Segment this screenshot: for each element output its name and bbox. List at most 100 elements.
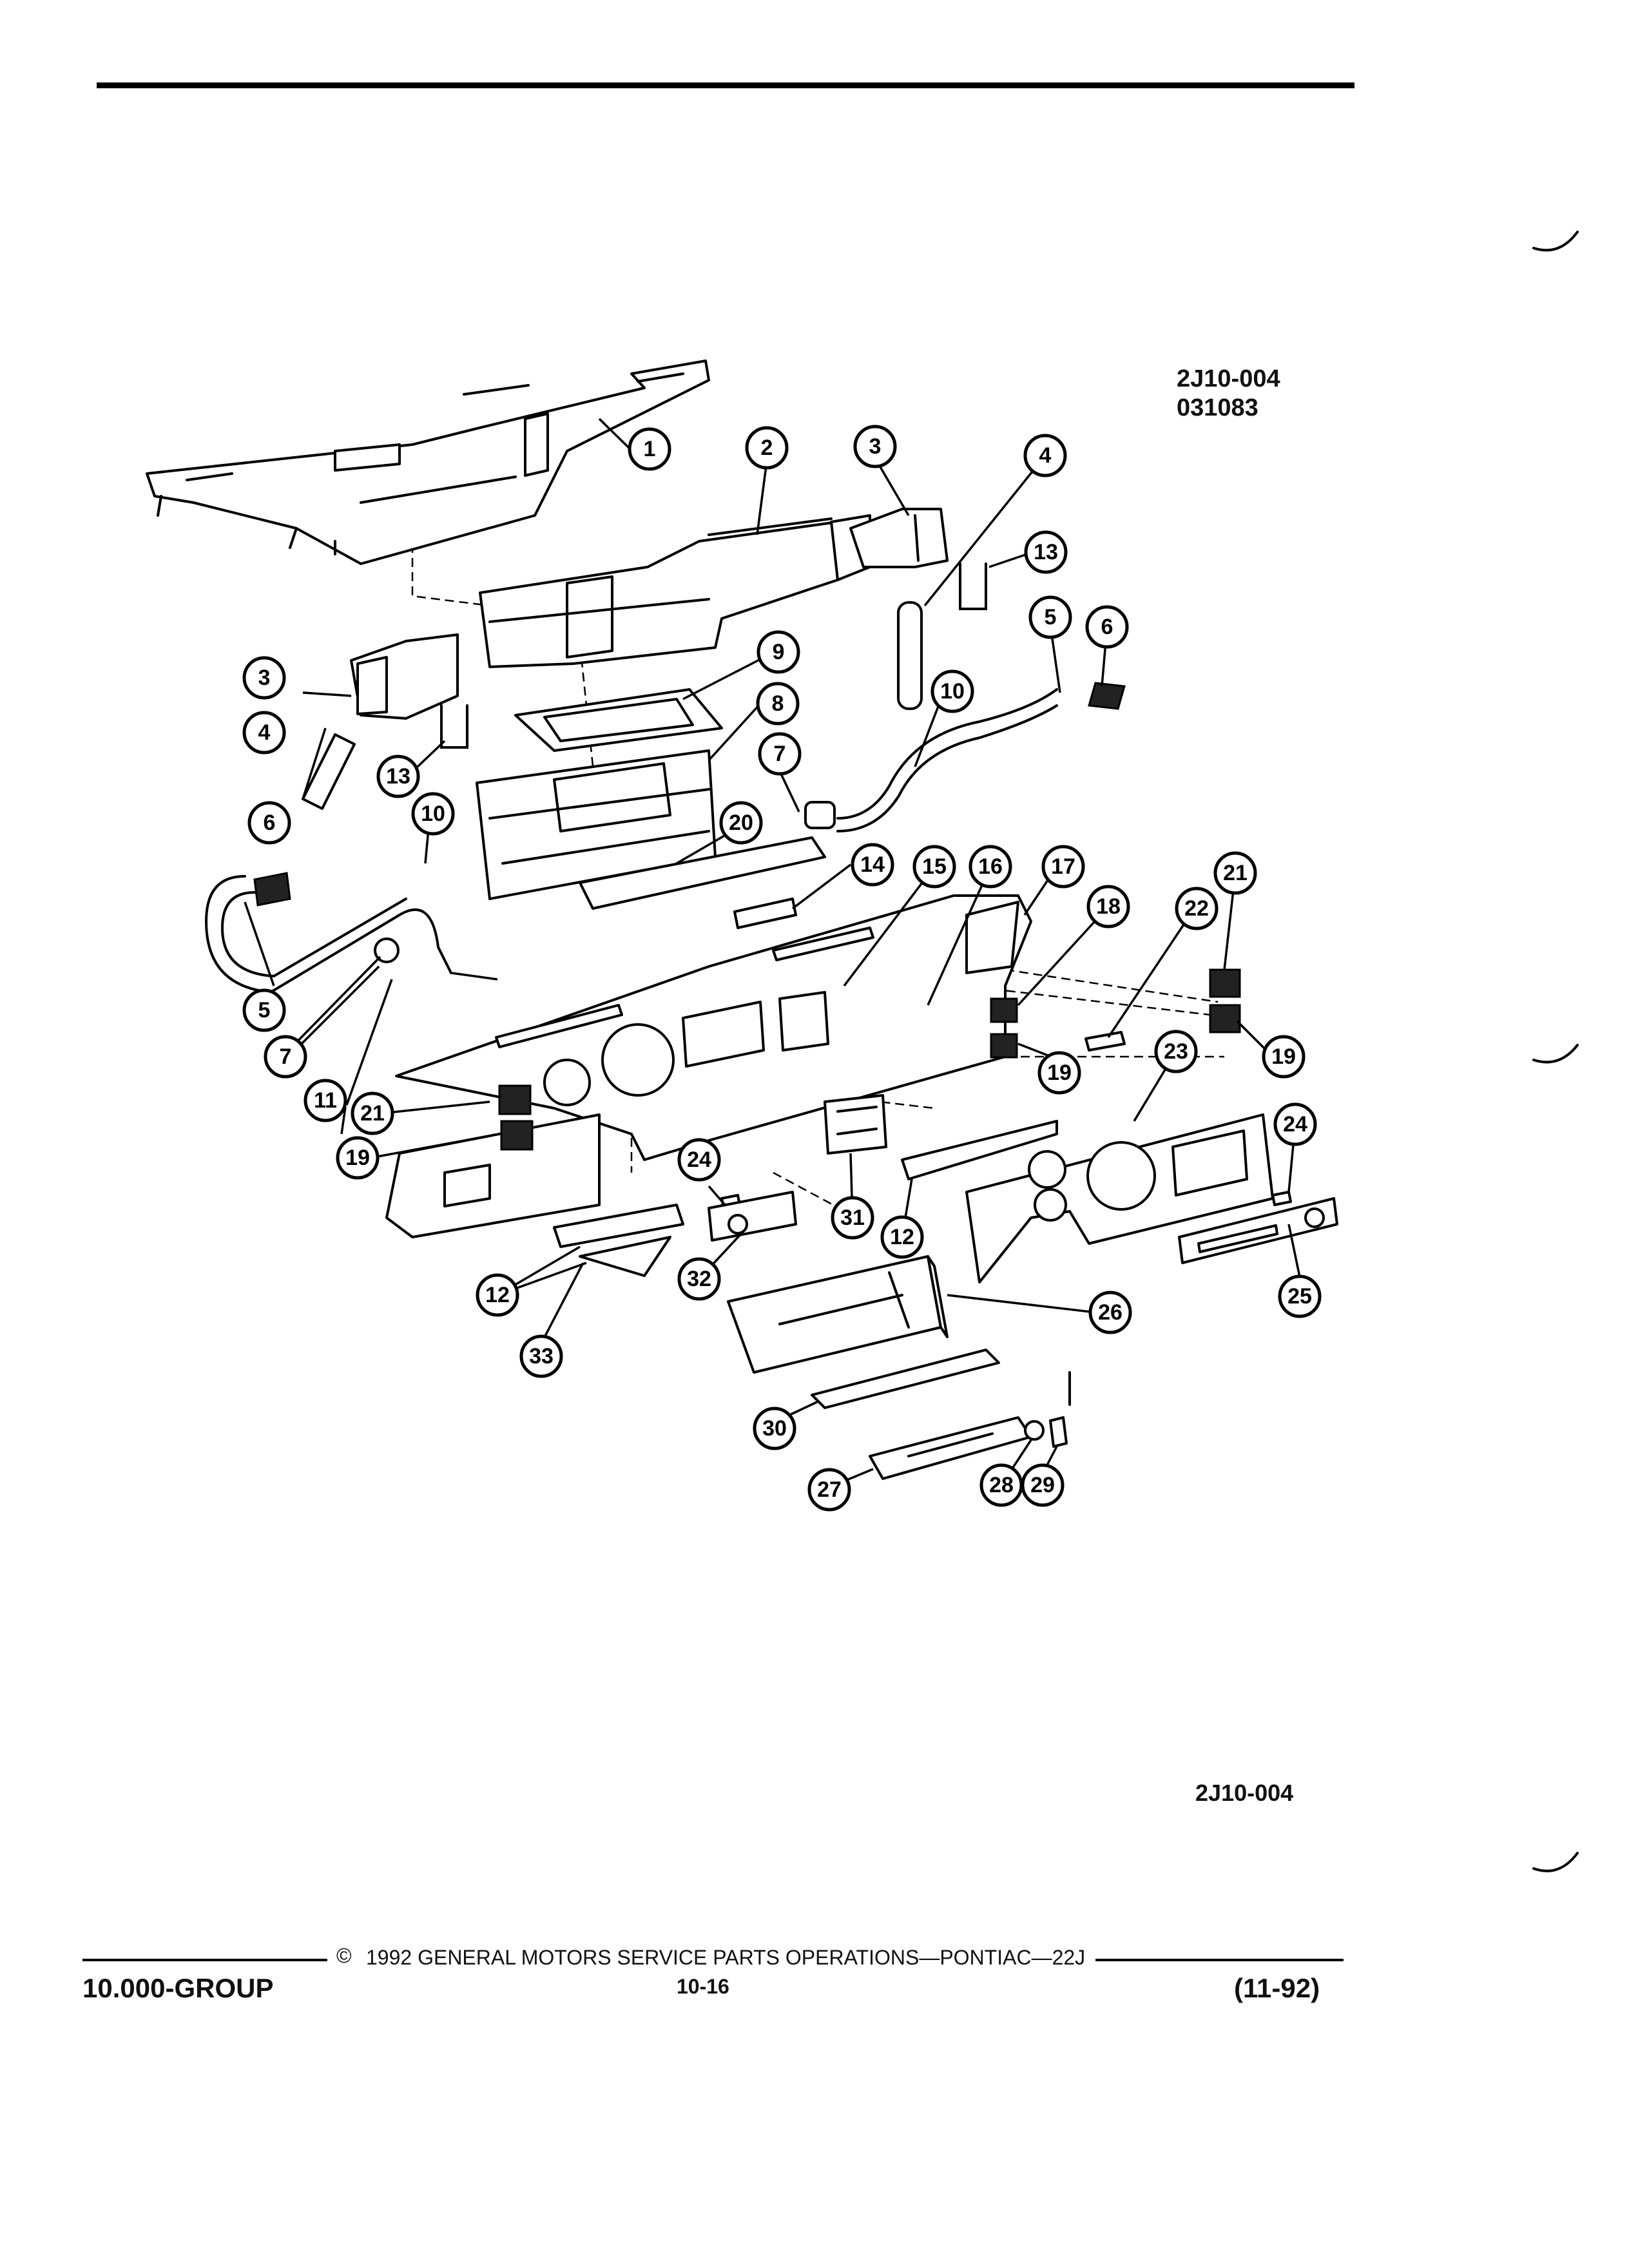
callout-8: 8 (756, 682, 800, 726)
lower-bracket (579, 836, 826, 910)
svg-text:27: 27 (817, 1477, 842, 1502)
switch-bezel (708, 1191, 797, 1242)
svg-text:11: 11 (314, 1088, 337, 1113)
svg-text:9: 9 (773, 640, 785, 664)
svg-text:22: 22 (1184, 896, 1209, 921)
callout-5-right: 5 (1028, 595, 1072, 639)
margin-marks (1532, 231, 1579, 1872)
callout-14: 14 (851, 843, 894, 887)
svg-text:29: 29 (1030, 1473, 1055, 1497)
callout-28: 28 (979, 1463, 1023, 1507)
svg-text:10: 10 (421, 802, 445, 826)
callout-16: 16 (969, 845, 1012, 889)
callout-18: 18 (1086, 885, 1130, 928)
svg-text:21: 21 (1223, 861, 1248, 885)
svg-text:7: 7 (774, 742, 786, 766)
callout-20: 20 (719, 801, 763, 845)
main-duct-assembly (479, 514, 871, 668)
svg-text:33: 33 (529, 1344, 554, 1369)
svg-text:19: 19 (345, 1146, 370, 1170)
svg-text:13: 13 (1034, 540, 1058, 564)
clip-right (959, 562, 987, 610)
svg-text:25: 25 (1287, 1284, 1312, 1309)
callout-19-left: 19 (336, 1136, 380, 1180)
defroster-duct (146, 360, 710, 565)
instrument-panel-pad (395, 894, 1032, 1161)
footer-rule-right (1095, 1959, 1344, 1961)
group-label: 10.000-GROUP (82, 1973, 274, 2003)
svg-text:17: 17 (1051, 854, 1075, 879)
nozzle-right (1088, 682, 1126, 710)
svg-text:4: 4 (1039, 443, 1052, 468)
tube-left (302, 733, 356, 810)
clamp-left (374, 937, 400, 963)
svg-text:19: 19 (1271, 1044, 1296, 1069)
callout-21-right: 21 (1213, 851, 1257, 895)
glove-box (727, 1255, 949, 1374)
nozzle-left (253, 872, 291, 907)
callout-12-left: 12 (476, 1273, 519, 1317)
svg-text:30: 30 (762, 1416, 787, 1441)
callout-9: 9 (757, 630, 800, 674)
callout-5-left: 5 (242, 988, 286, 1032)
callout-19-right-b: 19 (1262, 1035, 1306, 1079)
svg-text:13: 13 (386, 764, 410, 789)
bracket-14 (733, 898, 797, 929)
callout-27: 27 (807, 1468, 851, 1512)
footer-rule-left (82, 1959, 327, 1961)
figure-date: 031083 (1177, 394, 1258, 421)
callout-4-right: 4 (1023, 434, 1067, 477)
svg-text:3: 3 (258, 666, 271, 690)
svg-text:24: 24 (687, 1148, 711, 1172)
callout-26: 26 (1088, 1291, 1132, 1334)
callout-31: 31 (831, 1196, 874, 1240)
svg-text:5: 5 (1045, 605, 1057, 629)
connector-7-right (804, 801, 836, 829)
callout-6-left: 6 (247, 801, 291, 845)
svg-text:28: 28 (989, 1473, 1014, 1497)
svg-text:18: 18 (1096, 894, 1121, 919)
copyright-line: 1992 GENERAL MOTORS SERVICE PARTS OPERAT… (366, 1946, 1086, 1969)
callout-17: 17 (1041, 845, 1085, 889)
svg-text:8: 8 (772, 691, 784, 716)
callout-21-left: 21 (351, 1091, 394, 1135)
revision-date: (11-92) (1234, 1973, 1320, 2003)
vent-19-left (500, 1120, 534, 1151)
callout-24-right: 24 (1273, 1102, 1317, 1146)
latch-28 (1024, 1420, 1045, 1441)
vent-19-right (1209, 1004, 1241, 1033)
striker-29 (1049, 1371, 1071, 1448)
copyright-symbol: © (336, 1944, 352, 1967)
svg-text:10: 10 (940, 679, 965, 704)
vent-18 (990, 997, 1018, 1059)
callout-2: 2 (745, 426, 789, 470)
callout-10-left: 10 (411, 792, 455, 836)
svg-text:19: 19 (1047, 1061, 1072, 1085)
cluster-bezel (965, 1113, 1274, 1283)
hose-right (836, 688, 1058, 832)
knee-bolster-left (385, 1113, 601, 1238)
callout-30: 30 (753, 1407, 796, 1450)
svg-text:1: 1 (644, 437, 656, 461)
callout-33: 33 (519, 1334, 563, 1378)
side-vent-right (849, 508, 949, 568)
svg-text:31: 31 (840, 1206, 865, 1230)
svg-text:4: 4 (258, 720, 271, 745)
callout-23: 23 (1154, 1030, 1198, 1073)
callout-1: 1 (628, 427, 671, 471)
svg-text:3: 3 (869, 434, 882, 459)
svg-text:32: 32 (687, 1267, 711, 1291)
callout-12-center: 12 (880, 1215, 924, 1259)
bracket-12-left (553, 1204, 684, 1248)
trim-22 (1084, 1031, 1126, 1052)
callout-11: 11 (304, 1079, 347, 1122)
svg-text:21: 21 (360, 1101, 385, 1126)
hose-left (204, 875, 452, 994)
vent-21-right (1209, 968, 1241, 998)
svg-text:12: 12 (890, 1225, 914, 1249)
callout-13-left: 13 (376, 754, 420, 798)
svg-text:7: 7 (280, 1044, 292, 1069)
callout-3-right: 3 (853, 425, 897, 468)
svg-text:23: 23 (1164, 1039, 1188, 1064)
